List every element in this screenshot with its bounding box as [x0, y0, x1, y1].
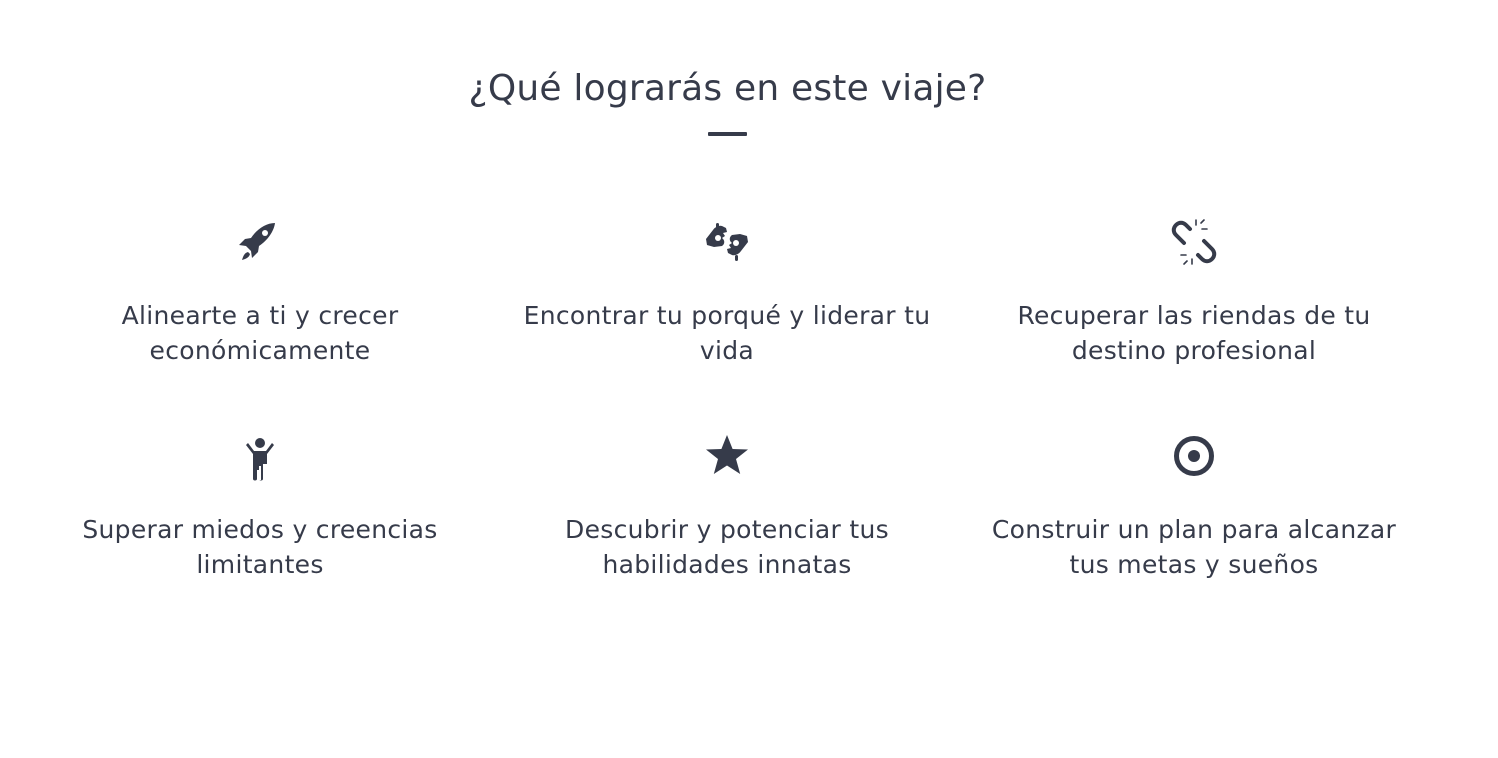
section-title: ¿Qué lograrás en este viaje?	[468, 68, 987, 109]
sign-language-icon	[697, 212, 757, 272]
target-icon	[1164, 426, 1224, 486]
rocket-icon	[230, 212, 290, 272]
feature-label: Encontrar tu porqué y liderar tu vida	[523, 301, 931, 365]
feature-label: Superar miedos y creencias limitantes	[82, 515, 438, 579]
feature-label: Recuperar las riendas de tu destino prof…	[1017, 301, 1371, 365]
feature-item-career-destiny: Recuperar las riendas de tu destino prof…	[974, 212, 1414, 368]
star-icon	[697, 426, 757, 486]
feature-item-plan-goals: Construir un plan para alcanzar tus meta…	[974, 426, 1414, 582]
feature-item-innate-skills: Descubrir y potenciar tus habilidades in…	[507, 426, 947, 582]
title-divider	[708, 132, 747, 136]
feature-item-overcome-fears: Superar miedos y creencias limitantes	[40, 426, 480, 582]
feature-label: Alinearte a ti y crecer económicamente	[121, 301, 399, 365]
feature-label: Construir un plan para alcanzar tus meta…	[991, 515, 1397, 579]
feature-item-purpose-lead: Encontrar tu porqué y liderar tu vida	[507, 212, 947, 368]
child-icon	[230, 426, 290, 486]
feature-item-align-grow: Alinearte a ti y crecer económicamente	[40, 212, 480, 368]
broken-link-icon	[1164, 212, 1224, 272]
feature-label: Descubrir y potenciar tus habilidades in…	[565, 515, 889, 579]
